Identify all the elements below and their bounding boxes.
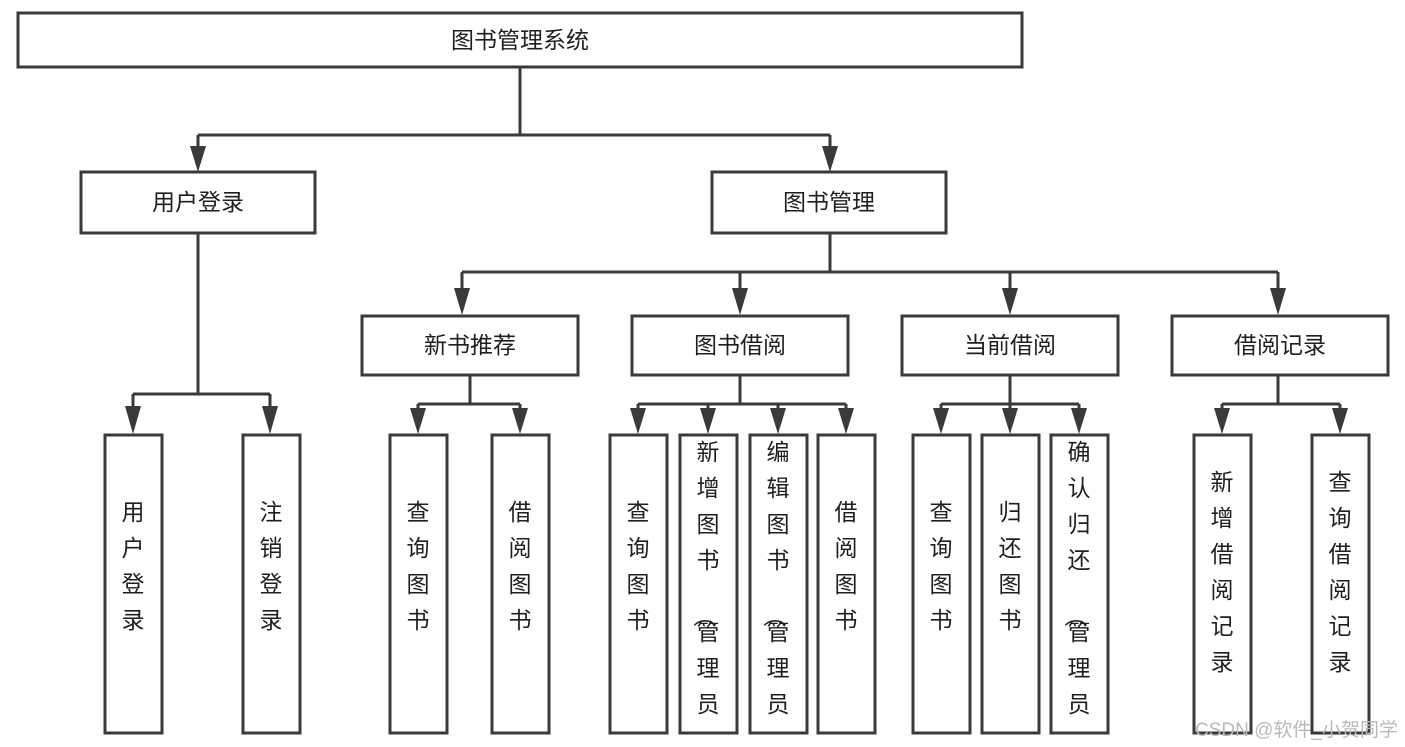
node-root-label: 图书管理系统 <box>451 27 589 53</box>
leaf-br-query-record[interactable]: 查询借阅记录 <box>1310 433 1371 735</box>
node-new-book-recommend-label: 新书推荐 <box>424 332 516 358</box>
leaf-bb-query-book[interactable]: 查询图书 <box>608 433 669 735</box>
node-root-system[interactable]: 图书管理系统 <box>16 11 1024 69</box>
arrow-head-book-manage <box>822 146 838 172</box>
arrow-head-new-book-recommend <box>454 288 470 315</box>
arrow-head-br-leaf-2 <box>1332 408 1348 434</box>
node-new-book-recommend[interactable]: 新书推荐 <box>360 314 580 377</box>
leaf-logout[interactable]: 注销登录 <box>241 433 302 735</box>
leaf-nb-query-book-label: 查询图书 <box>407 499 430 633</box>
node-current-borrow[interactable]: 当前借阅 <box>900 314 1120 377</box>
node-book-borrow[interactable]: 图书借阅 <box>630 314 850 377</box>
arrow-head-bb-leaf-3 <box>770 408 786 434</box>
node-borrow-record-label: 借阅记录 <box>1234 332 1326 358</box>
leaf-nb-borrow-book[interactable]: 借阅图书 <box>490 433 551 735</box>
arrow-head-user-login <box>190 146 206 172</box>
node-user-login[interactable]: 用户登录 <box>79 170 317 235</box>
leaf-br-query-record-label: 查询借阅记录 <box>1329 469 1352 675</box>
arrow-head-bb-leaf-2 <box>700 408 716 434</box>
arrow-head-cb-leaf-2 <box>1002 408 1018 434</box>
arrow-head-bb-leaf-4 <box>838 408 854 434</box>
leaf-cb-return-book-label: 归还图书 <box>999 499 1022 633</box>
leaf-bb-add-book[interactable]: 新增图书（管理员） <box>678 433 739 747</box>
leaf-cb-query-book[interactable]: 查询图书 <box>911 433 972 735</box>
node-current-borrow-label: 当前借阅 <box>964 332 1056 358</box>
leaf-logout-label: 注销登录 <box>260 499 283 633</box>
leaf-bb-query-book-label: 查询图书 <box>627 499 650 633</box>
leaf-bb-add-book-label: 新增图书（管理员） <box>692 439 720 747</box>
arrow-head-nb-leaf-2 <box>512 408 528 434</box>
arrow-head-br-leaf-1 <box>1214 408 1230 434</box>
leaf-nb-query-book[interactable]: 查询图书 <box>388 433 449 735</box>
edges-layer <box>125 67 1348 434</box>
node-user-login-label: 用户登录 <box>152 189 244 215</box>
arrow-head-cb-leaf-1 <box>933 408 949 434</box>
leaf-br-add-record[interactable]: 新增借阅记录 <box>1192 433 1253 735</box>
leaf-user-login[interactable]: 用户登录 <box>103 433 164 735</box>
node-book-management-label: 图书管理 <box>783 189 875 215</box>
node-book-borrow-label: 图书借阅 <box>694 332 786 358</box>
leaf-cb-confirm-return-label: 确认归还（管理员） <box>1063 439 1091 747</box>
leaf-bb-edit-book-label: 编辑图书（管理员） <box>762 439 790 747</box>
arrow-head-cb-leaf-3 <box>1071 408 1087 434</box>
node-borrow-record[interactable]: 借阅记录 <box>1170 314 1390 377</box>
leaf-cb-query-book-label: 查询图书 <box>930 499 953 633</box>
leaf-bb-edit-book[interactable]: 编辑图书（管理员） <box>748 433 809 747</box>
leaf-cb-confirm-return[interactable]: 确认归还（管理员） <box>1049 433 1110 747</box>
leaf-bb-borrow-book[interactable]: 借阅图书 <box>816 433 877 735</box>
leaf-bb-borrow-book-label: 借阅图书 <box>835 499 858 633</box>
leaf-nb-borrow-book-label: 借阅图书 <box>509 499 532 633</box>
csdn-watermark: CSDN @软件_小贺同学 <box>1195 719 1398 741</box>
arrow-head-borrow-record <box>1270 288 1286 315</box>
leaf-user-login-label: 用户登录 <box>122 499 145 633</box>
arrow-head-leaf-logout <box>262 406 278 434</box>
arrow-head-book-borrow <box>732 288 748 315</box>
arrow-head-leaf-user-login <box>125 406 141 434</box>
leaf-cb-return-book[interactable]: 归还图书 <box>980 433 1041 735</box>
arrow-head-bb-leaf-1 <box>630 408 646 434</box>
leaf-br-add-record-label: 新增借阅记录 <box>1211 469 1234 675</box>
arrow-head-nb-leaf-1 <box>410 408 426 434</box>
node-book-management[interactable]: 图书管理 <box>710 170 948 235</box>
arrow-head-current-borrow <box>1002 288 1018 315</box>
